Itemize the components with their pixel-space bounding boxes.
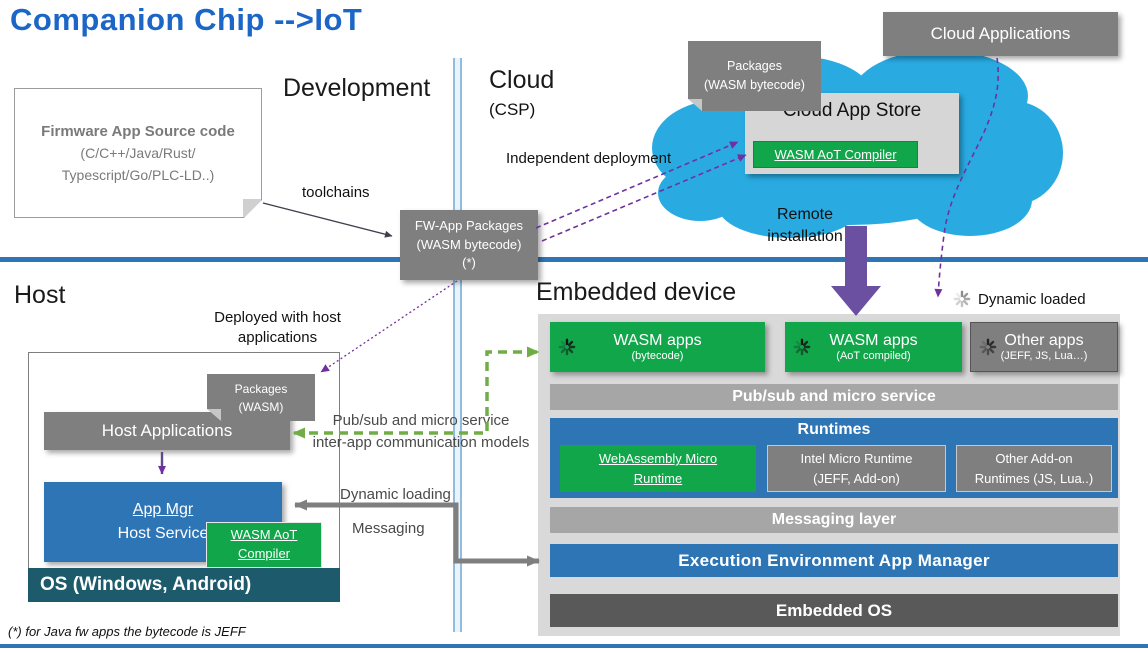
- bottom-border-line: [0, 644, 1148, 648]
- os-bar-label: OS (Windows, Android): [40, 574, 252, 595]
- host-compiler-line1: WASM AoT: [230, 527, 298, 543]
- wasm-apps-aot-subtitle: (AoT compiled): [836, 350, 911, 362]
- packages-tag-line1: Packages: [727, 59, 782, 74]
- embedded-device-label: Embedded device: [536, 278, 737, 306]
- section-divider-vertical: [453, 58, 462, 632]
- packages-tag-line2: (WASM bytecode): [704, 78, 805, 92]
- host-packages-line2: (WASM): [238, 399, 284, 414]
- cloud-applications-label: Cloud Applications: [930, 24, 1071, 43]
- wamr-line1: WebAssembly Micro: [598, 451, 718, 466]
- pubsub-service-bar: Pub/sub and micro service: [550, 384, 1118, 410]
- wasm-apps-bytecode-subtitle: (bytecode): [631, 350, 684, 362]
- loading-spinner-icon: [953, 290, 971, 308]
- other-apps-box: Other apps (JEFF, JS, Lua…): [970, 322, 1118, 372]
- loading-spinner-icon: [979, 338, 997, 356]
- embedded-panel: WASM apps (bytecode) WASM apps (AoT comp…: [538, 314, 1120, 636]
- dynamic-loading-label: Dynamic loading: [340, 486, 451, 503]
- pubsub-service-label: Pub/sub and micro service: [732, 388, 936, 405]
- firmware-langs-line1: (C/C++/Java/Rust/: [80, 144, 196, 161]
- fw-app-packages-box: FW-App Packages (WASM bytecode) (*): [400, 210, 538, 280]
- execution-environment-label: Execution Environment App Manager: [678, 550, 990, 570]
- toolchains-label: toolchains: [302, 184, 370, 201]
- other-apps-title: Other apps: [1004, 332, 1084, 349]
- host-packages-line1: Packages: [234, 381, 288, 396]
- cloud-applications-box: Cloud Applications: [883, 12, 1118, 56]
- csp-label: (CSP): [489, 100, 536, 119]
- firmware-langs-line2: Typescript/Go/PLC-LD..): [61, 166, 215, 183]
- os-windows-android-bar: OS (Windows, Android): [28, 568, 340, 602]
- loading-spinner-icon: [558, 338, 576, 356]
- host-service-label: Host Service: [117, 525, 209, 542]
- fw-pkg-line3: (*): [462, 255, 476, 271]
- packages-wasm-bytecode-tag: Packages (WASM bytecode): [688, 41, 821, 111]
- other-runtimes-line2: Runtimes (JS, Lua..): [974, 470, 1094, 486]
- loading-spinner-icon: [793, 338, 811, 356]
- remote-installation-label: Remote installation: [767, 206, 843, 246]
- messaging-layer-bar: Messaging layer: [550, 507, 1118, 533]
- execution-environment-bar: Execution Environment App Manager: [550, 544, 1118, 577]
- dynamic-loaded-label: Dynamic loaded: [978, 291, 1086, 308]
- embedded-os-bar: Embedded OS: [550, 594, 1118, 627]
- app-mgr-label: App Mgr: [132, 501, 194, 518]
- host-label: Host: [14, 281, 66, 309]
- pubsub-models-line2: inter-app communication models: [312, 433, 530, 451]
- firmware-source-box: Firmware App Source code (C/C++/Java/Rus…: [14, 88, 262, 218]
- pubsub-models-line1: Pub/sub and micro service: [332, 412, 510, 429]
- independent-deployment-label: Independent deployment: [506, 150, 672, 167]
- cloud-label: Cloud: [489, 66, 555, 94]
- host-applications-label: Host Applications: [101, 421, 233, 440]
- intel-runtime-line2: (JEFF, Add-on): [813, 470, 900, 486]
- diagram-title: Companion Chip -->IoT: [10, 2, 363, 37]
- folded-corner-icon: [243, 199, 261, 217]
- wasm-apps-bytecode-title: WASM apps: [613, 332, 702, 349]
- intel-runtime-line1: Intel Micro Runtime: [800, 451, 913, 466]
- webassembly-micro-runtime-box: WebAssembly Micro Runtime: [560, 445, 756, 492]
- fw-pkg-line2: (WASM bytecode): [416, 236, 522, 252]
- wasm-apps-bytecode-box: WASM apps (bytecode): [550, 322, 765, 372]
- runtimes-title: Runtimes: [797, 421, 871, 438]
- pubsub-models-label: Pub/sub and micro service inter-app comm…: [296, 410, 546, 454]
- other-apps-subtitle: (JEFF, JS, Lua…): [1000, 350, 1088, 362]
- wasm-aot-compiler-cloud-label: WASM AoT Compiler: [774, 147, 897, 162]
- messaging-label: Messaging: [352, 520, 425, 537]
- fw-pkg-line1: FW-App Packages: [414, 217, 524, 233]
- wasm-apps-aot-title: WASM apps: [829, 332, 918, 349]
- deployed-with-host-label: Deployed with host applications: [214, 309, 341, 347]
- other-runtimes-line1: Other Add-on: [995, 451, 1073, 466]
- messaging-layer-label: Messaging layer: [771, 511, 897, 528]
- footnote: (*) for Java fw apps the bytecode is JEF…: [8, 624, 246, 639]
- embedded-os-label: Embedded OS: [775, 600, 893, 620]
- firmware-title: Firmware App Source code: [41, 122, 235, 140]
- intel-micro-runtime-box: Intel Micro Runtime (JEFF, Add-on): [767, 445, 946, 492]
- wasm-apps-aot-box: WASM apps (AoT compiled): [785, 322, 962, 372]
- development-label: Development: [283, 74, 431, 102]
- runtimes-bar: Runtimes WebAssembly Micro Runtime Intel…: [550, 418, 1118, 498]
- wasm-aot-compiler-cloud-box: WASM AoT Compiler: [753, 141, 918, 168]
- toolchains-arrow: [262, 202, 393, 238]
- other-addon-runtimes-box: Other Add-on Runtimes (JS, Lua..): [956, 445, 1112, 492]
- wasm-aot-compiler-host-box: WASM AoT Compiler: [206, 522, 322, 568]
- host-compiler-line2: Compiler: [237, 546, 290, 561]
- wamr-line2: Runtime: [633, 470, 683, 486]
- section-divider-horizontal: [0, 257, 1148, 262]
